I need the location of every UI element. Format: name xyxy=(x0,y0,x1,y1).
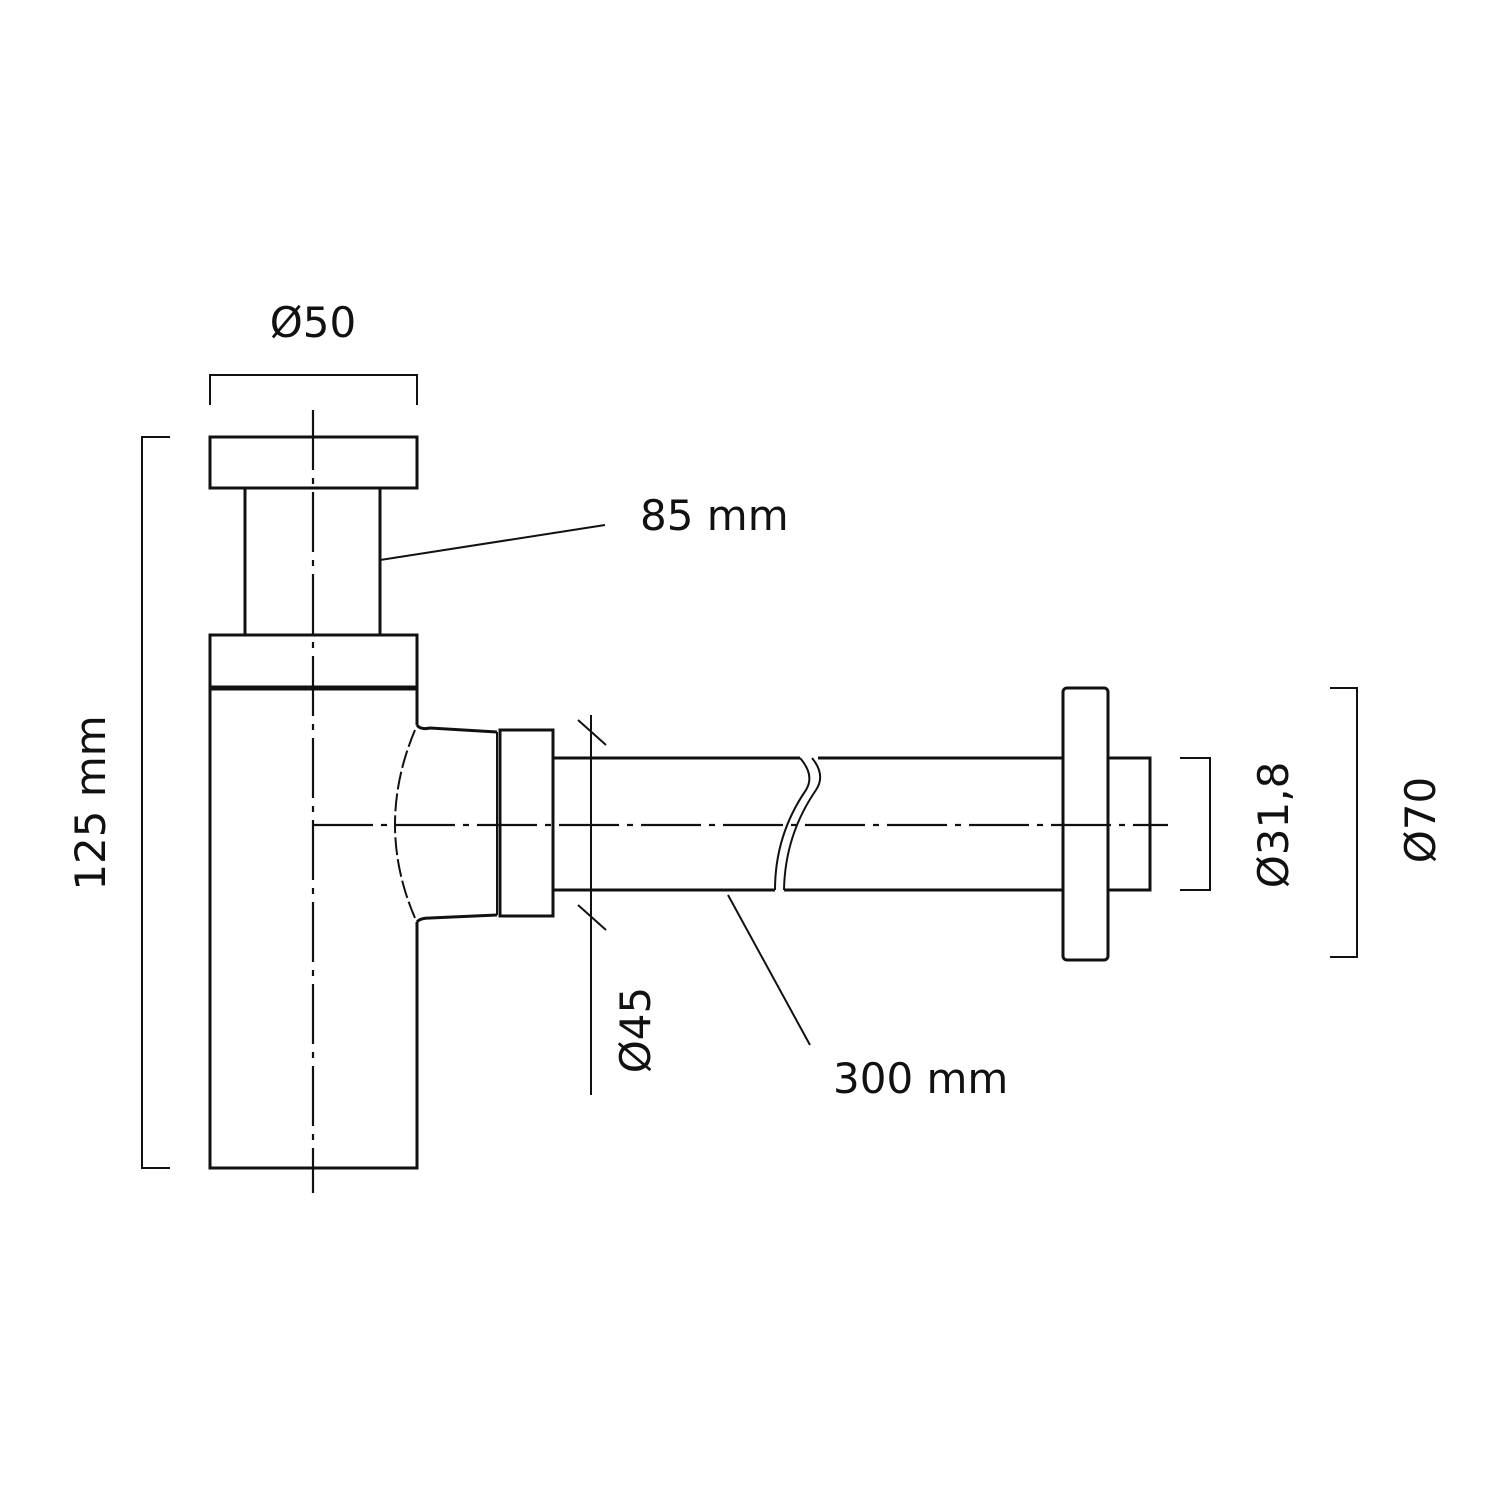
trap-body xyxy=(208,435,555,1170)
label-stem-height: 85 mm xyxy=(640,491,789,540)
pipe-nut xyxy=(498,728,555,918)
elbow-outline xyxy=(415,724,498,924)
dim-line-total-height xyxy=(141,436,170,1169)
leader-pipe-length xyxy=(727,894,811,1046)
label-nut-diameter: Ø45 xyxy=(611,987,660,1074)
label-pipe-length: 300 mm xyxy=(833,1054,1008,1103)
label-top-diameter: Ø50 xyxy=(270,298,357,347)
dim-line-flange-diameter xyxy=(1330,687,1358,958)
label-pipe-diameter: Ø31,8 xyxy=(1249,762,1298,889)
dim-line-pipe-diameter xyxy=(1180,757,1211,891)
leader-stem-height xyxy=(379,524,606,561)
pipe-walls xyxy=(553,756,1063,892)
label-flange-diameter: Ø70 xyxy=(1396,777,1445,864)
dim-line-top-diameter xyxy=(209,374,418,405)
label-total-height: 125 mm xyxy=(66,715,115,890)
dim-line-nut-diameter xyxy=(577,715,607,1095)
pipe-break-mark xyxy=(774,757,822,891)
